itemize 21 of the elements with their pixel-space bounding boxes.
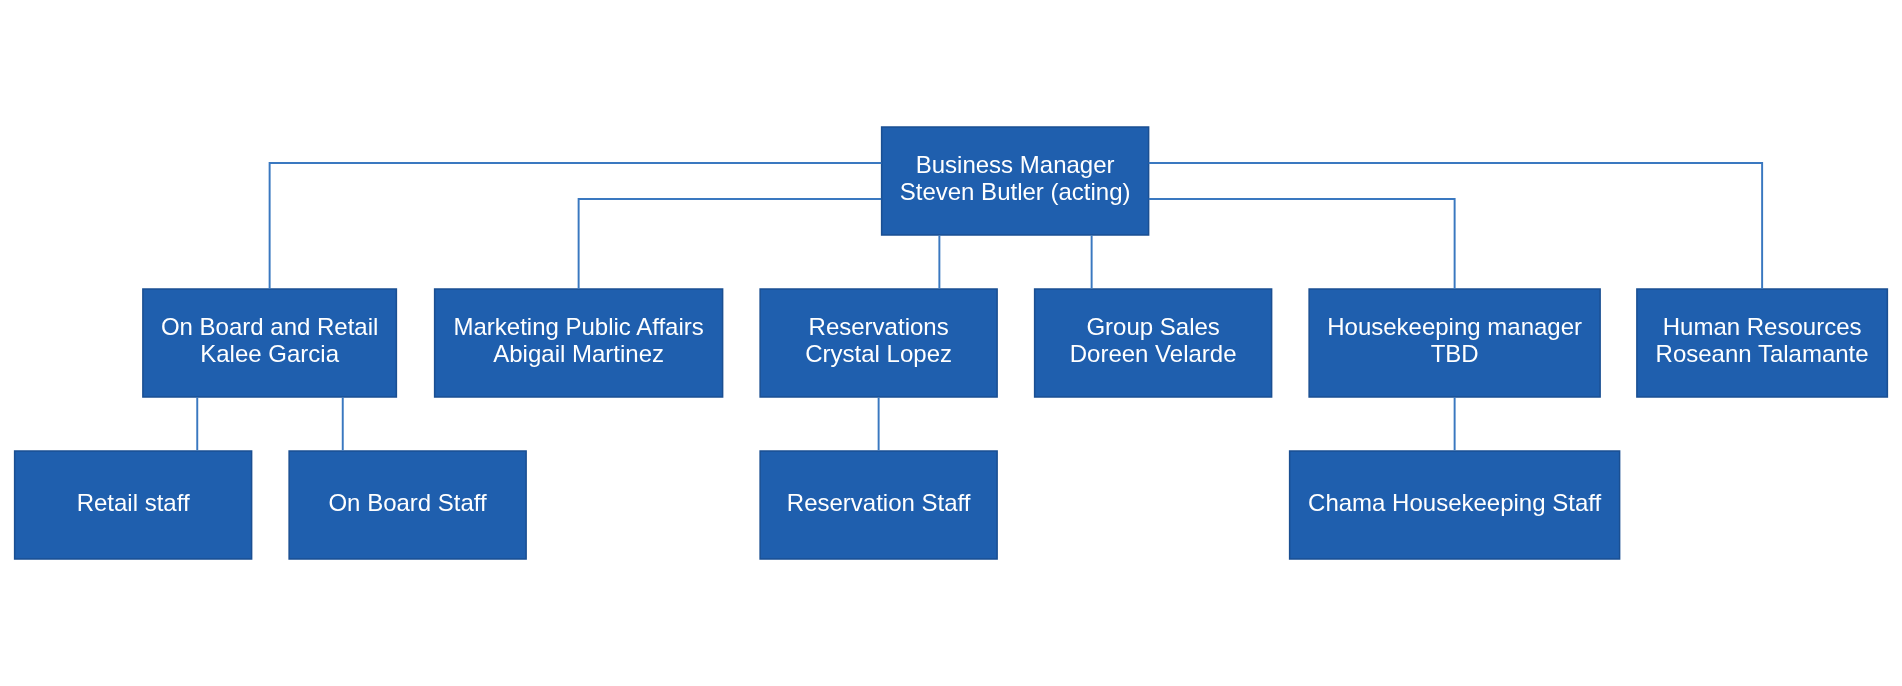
- connector: [1147, 198, 1456, 290]
- node-box: On Board and Retail Kalee Garcia: [142, 288, 398, 398]
- node-box: Group Sales Doreen Velarde: [1033, 288, 1273, 398]
- connector: [1147, 162, 1764, 290]
- node-box: Human Resources Roseann Talamante: [1636, 288, 1889, 398]
- node-box: Marketing Public Affairs Abigail Martinez: [433, 288, 724, 398]
- connector: [1453, 396, 1456, 452]
- connector: [1090, 234, 1093, 290]
- connector: [341, 396, 344, 452]
- connector: [877, 396, 880, 452]
- node-box: Chama Housekeeping Staff: [1288, 450, 1621, 560]
- connector: [938, 234, 941, 290]
- node-box: Housekeeping manager TBD: [1308, 288, 1601, 398]
- connector: [268, 162, 883, 290]
- node-box: On Board Staff: [288, 450, 527, 560]
- node-box: Business Manager Steven Butler (acting): [880, 126, 1150, 236]
- connector: [577, 198, 883, 290]
- node-box: Retail staff: [13, 450, 253, 560]
- node-box: Reservations Crystal Lopez: [759, 288, 998, 398]
- connector: [196, 396, 199, 452]
- node-box: Reservation Staff: [759, 450, 998, 560]
